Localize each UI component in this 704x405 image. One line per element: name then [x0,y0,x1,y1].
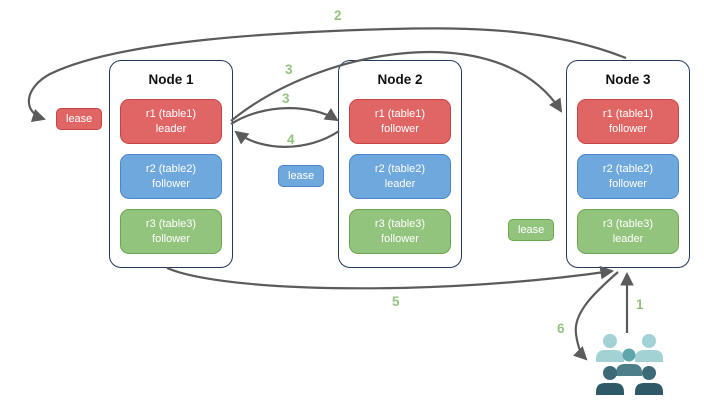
arrow-step-3b [230,107,339,125]
step-label-3b: 3 [282,91,290,106]
replica-role: follower [609,177,647,190]
users-group-icon [596,334,663,395]
node-1-replica-r2: r2 (table2) follower [120,154,222,199]
node-1-title: Node 1 [148,72,194,87]
step-label-4: 4 [287,132,295,147]
node-3-replica-r2: r2 (table2) follower [577,154,679,199]
replica-label: r1 (table1) [602,107,654,120]
replica-label: r3 (table3) [145,217,197,230]
arrow-step-5 [166,265,615,290]
replica-label: r3 (table3) [374,217,426,230]
replica-role: leader [155,122,187,135]
step-label-2: 2 [334,8,342,23]
arrow-step-6 [572,271,619,361]
step-label-1: 1 [636,297,644,312]
node-2: Node 2 r1 (table1) follower r2 (table2) … [338,60,462,268]
node-1: Node 1 r1 (table1) leader r2 (table2) fo… [109,60,233,268]
replica-role: follower [381,122,419,135]
node-3-replica-r3: r3 (table3) leader [577,209,679,254]
node-3: Node 3 r1 (table1) follower r2 (table2) … [566,60,690,268]
replica-label: r1 (table1) [374,107,426,120]
node-2-replica-r2: r2 (table2) leader [349,154,451,199]
lease-badge-green: lease [508,219,555,241]
replica-role: follower [381,232,419,245]
node-2-replica-r3: r3 (table3) follower [349,209,451,254]
replica-role: follower [152,232,190,245]
replica-label: r1 (table1) [145,107,197,120]
node-3-replica-r1: r1 (table1) follower [577,99,679,144]
replica-label: r3 (table3) [602,217,654,230]
node-3-title: Node 3 [605,72,651,87]
replica-role: follower [609,122,647,135]
replica-role: follower [152,177,190,190]
lease-badge-red: lease [56,108,103,130]
replica-label: r2 (table2) [374,162,426,175]
lease-badge-blue: lease [278,165,325,187]
step-label-5: 5 [392,294,400,309]
node-2-title: Node 2 [377,72,423,87]
replica-role: leader [612,232,644,245]
replica-role: leader [384,177,416,190]
step-label-3a: 3 [285,62,293,77]
replica-label: r2 (table2) [602,162,654,175]
node-1-replica-r1: r1 (table1) leader [120,99,222,144]
node-1-replica-r3: r3 (table3) follower [120,209,222,254]
step-label-6: 6 [557,321,565,336]
node-2-replica-r1: r1 (table1) follower [349,99,451,144]
replica-label: r2 (table2) [145,162,197,175]
